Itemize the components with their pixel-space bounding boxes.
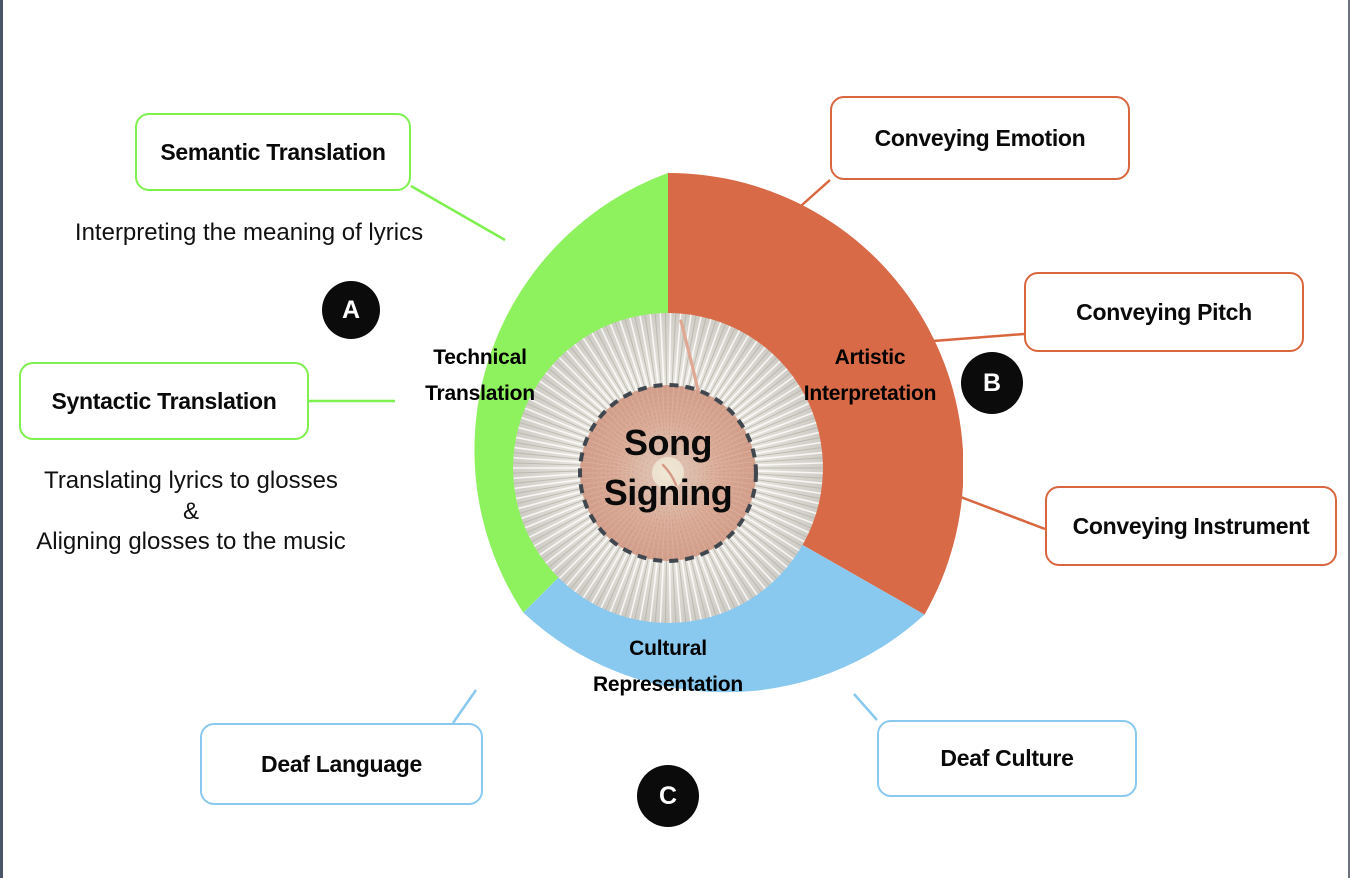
woven-textile-disc-photo [513,313,823,623]
segment-label-technical-translation: Technical Translation [385,340,575,412]
callout-conveying-emotion[interactable]: Conveying Emotion [830,96,1130,180]
segment-label-technical-line1: Technical [433,346,527,369]
segment-label-cultural-line1: Cultural [629,637,707,660]
callout-semantic-translation[interactable]: Semantic Translation [135,113,411,191]
connector-instrument [957,494,1046,531]
callout-deaf-language-label: Deaf Language [261,750,422,777]
center-title-line1: Song [624,422,712,464]
badge-a-label: A [341,295,361,324]
caption-semantic-translation: Interpreting the meaning of lyrics [74,219,424,246]
segment-label-cultural-line2: Representation [592,673,744,697]
center-image [513,313,823,623]
callout-deaf-language[interactable]: Deaf Language [200,723,483,805]
callout-syntactic-translation-label: Syntactic Translation [51,387,277,414]
badge-b-label: B [982,368,1002,397]
segment-label-artistic-line2: Interpretation [803,382,937,406]
callout-syntactic-translation[interactable]: Syntactic Translation [19,362,309,440]
callout-conveying-pitch[interactable]: Conveying Pitch [1024,272,1304,352]
segment-label-technical-line2: Translation [425,382,535,406]
badge-b: B [961,352,1023,414]
callout-semantic-translation-label: Semantic Translation [160,138,386,165]
badge-c: C [637,765,699,827]
caption-syntactic-translation: Translating lyrics to glosses & Aligning… [36,467,346,556]
center-title: Song Signing [513,313,823,623]
donut-chart: Song Signing Technical Translation Artis… [373,173,963,763]
segment-label-artistic-interpretation: Artistic Interpretation [765,340,975,412]
callout-deaf-culture[interactable]: Deaf Culture [877,720,1137,797]
callout-conveying-instrument-label: Conveying Instrument [1072,512,1310,539]
center-title-line2: Signing [603,472,733,513]
badge-c-label: C [658,781,678,810]
callout-conveying-pitch-label: Conveying Pitch [1076,298,1252,325]
segment-label-cultural-representation: Cultural Representation [568,631,768,703]
segment-label-artistic-line1: Artistic [834,346,906,369]
callout-conveying-instrument[interactable]: Conveying Instrument [1045,486,1337,566]
callout-conveying-emotion-label: Conveying Emotion [874,124,1086,151]
badge-a: A [322,281,380,339]
callout-deaf-culture-label: Deaf Culture [940,745,1074,771]
